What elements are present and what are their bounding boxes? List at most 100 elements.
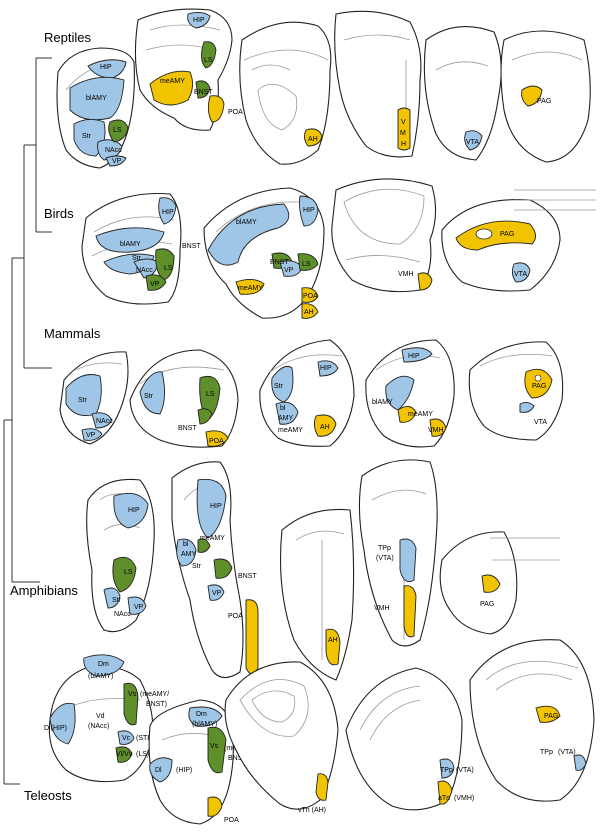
region-pag xyxy=(535,705,561,723)
label-pag: PAG xyxy=(500,231,514,238)
region-hip xyxy=(317,360,339,377)
label-bnst-close: BNST) xyxy=(228,755,249,762)
region-ah xyxy=(315,773,329,801)
region-hip xyxy=(87,59,127,79)
label-blamy: blAMY xyxy=(86,95,107,102)
label-poa: POA xyxy=(228,109,243,116)
region-vmh xyxy=(429,418,447,437)
region-dm xyxy=(188,706,223,727)
region-str xyxy=(103,587,121,609)
label-vp: VP xyxy=(112,158,122,165)
region-blamy xyxy=(69,76,125,121)
label-hip-paren: (HIP) xyxy=(176,767,192,774)
region-pag xyxy=(481,574,501,593)
label-nacc: NAcc xyxy=(105,147,122,154)
reptile-section-1: HIP blAMY Str NAcc VP LS xyxy=(56,47,135,169)
region-poa xyxy=(245,599,259,675)
label-str: Str xyxy=(132,255,142,262)
mammal-section-4: HIP blAMY meAMY VMH xyxy=(365,339,455,448)
label-vp: VP xyxy=(284,267,294,274)
region-poa xyxy=(207,796,223,817)
group-label-teleosts: Teleosts xyxy=(24,788,72,803)
label-hip: HIP xyxy=(320,365,332,372)
region-meamy xyxy=(235,279,265,295)
label-pag: PAG xyxy=(537,98,551,105)
label-ls: LS xyxy=(124,569,133,576)
teleost-section-3: vTn (AH) xyxy=(224,661,339,814)
region-bnst xyxy=(195,80,211,99)
label-pag: PAG xyxy=(480,601,494,608)
label-hip: HIP xyxy=(128,507,140,514)
label-blamy-paren: (blAMY) xyxy=(192,721,217,728)
region-str xyxy=(65,374,102,417)
region-ah xyxy=(301,303,319,319)
region-dl xyxy=(49,702,76,745)
label-hip: HIP xyxy=(210,503,222,510)
region-ah xyxy=(313,414,337,437)
label-vta: VTA xyxy=(466,139,479,146)
region-vta xyxy=(519,401,535,413)
label-vta-paren: (VTA) xyxy=(456,767,474,774)
label-hip: HIP xyxy=(100,64,112,71)
label-poa: POA xyxy=(228,613,243,620)
label-poa: POA xyxy=(224,817,239,824)
label-nacc: NAcc xyxy=(136,267,153,274)
region-str xyxy=(139,371,165,415)
amphibian-section-2: HIP bl AMY meAMY BNST Str VP POA xyxy=(171,461,259,679)
amphibian-section-3: AH xyxy=(279,508,355,681)
label-meamy-bnst: (meAMY/ xyxy=(140,691,169,698)
label-vl-vv: Vl/Vv xyxy=(116,751,133,758)
region-nacc xyxy=(91,412,113,429)
reptile-section-6: PAG xyxy=(500,30,591,163)
label-vp: VP xyxy=(150,281,160,288)
label-meamy: meAMY xyxy=(238,285,263,292)
amphibian-section-4: TPp (VTA) VMH xyxy=(358,459,438,647)
label-meamy: meAMY xyxy=(160,78,185,85)
label-vta-paren: (VTA) xyxy=(376,555,394,562)
label-h: H xyxy=(401,141,406,148)
label-vp: VP xyxy=(86,432,96,439)
region-vl-vv xyxy=(115,746,133,763)
label-tpp: TPp xyxy=(440,767,453,774)
region-pag xyxy=(455,220,536,251)
label-tpp: TPp xyxy=(540,749,553,756)
bird-section-4: PAG VTA xyxy=(441,189,596,292)
label-str: Str xyxy=(192,563,202,570)
region-ls xyxy=(297,253,319,271)
region-poa xyxy=(205,430,229,447)
teleost-section-5: PAG TPp (VTA) xyxy=(469,639,595,802)
label-hip: HIP xyxy=(162,209,174,216)
region-vs xyxy=(123,682,139,726)
label-tpp: TPp xyxy=(378,545,391,552)
label-poa: POA xyxy=(303,293,318,300)
label-blamy: blAMY xyxy=(236,219,257,226)
label-blamy-paren: (blAMY) xyxy=(88,673,113,680)
label-dl-hip: Dl(HIP) xyxy=(44,725,67,732)
region-meamy xyxy=(397,406,417,423)
label-blamy: blAMY xyxy=(372,399,393,406)
label-vta-paren: (VTA) xyxy=(558,749,576,756)
region-atn xyxy=(437,780,453,805)
region-hip xyxy=(299,195,319,227)
region-vta xyxy=(511,262,531,283)
region-pag xyxy=(521,85,543,107)
label-vmh: VMH xyxy=(374,605,390,612)
region-vmh xyxy=(397,107,411,151)
region-ls xyxy=(201,41,217,69)
amphibian-section-1: HIP LS Str VP NAcc xyxy=(86,478,155,633)
region-ah xyxy=(303,128,323,147)
label-nacc-paren: (NAcc) xyxy=(88,723,109,730)
region-hip xyxy=(113,492,149,529)
label-ls-paren: (LS) xyxy=(136,751,149,758)
region-meamy xyxy=(197,538,211,553)
bird-section-3: VMH xyxy=(331,178,437,293)
label-bl: bl xyxy=(280,405,286,412)
label-vmh-paren: (VMH) xyxy=(454,795,474,802)
region-dl xyxy=(149,757,173,783)
label-ah: AH xyxy=(328,637,338,644)
label-ah: AH xyxy=(308,136,318,143)
region-bnst xyxy=(213,558,233,579)
region-vp xyxy=(105,155,127,167)
region-hip xyxy=(158,197,177,225)
